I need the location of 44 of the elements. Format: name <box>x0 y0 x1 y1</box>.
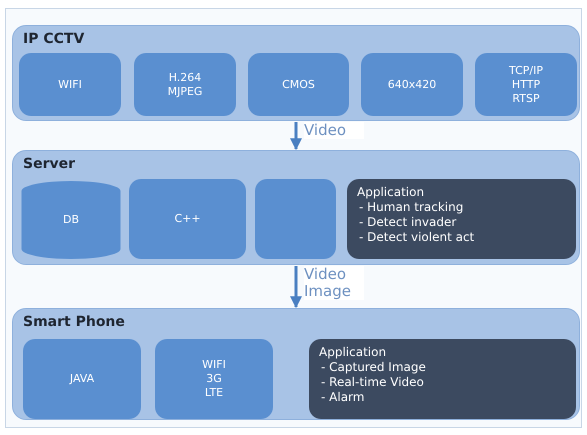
box-heading: Application <box>357 185 426 200</box>
list-item: - Real-time Video <box>320 375 425 390</box>
component-box <box>19 53 121 116</box>
box-label: DB <box>62 213 80 227</box>
arrow <box>290 122 302 150</box>
box-label: WIFI <box>202 358 226 372</box>
component-box <box>361 53 463 116</box>
component-box <box>134 53 236 116</box>
box-label: LTE <box>204 386 224 400</box>
box-label: CMOS <box>282 78 315 92</box>
component-box <box>475 53 577 116</box>
list-item: - Captured Image <box>320 360 426 375</box>
component-box <box>129 179 246 259</box>
application-box <box>347 179 576 259</box>
database-cylinder <box>21 181 121 259</box>
box-label: JAVA <box>70 372 94 386</box>
box-label: RTSP <box>512 92 540 106</box>
group-title: IP CCTV <box>23 30 84 49</box>
box-label: C++ <box>174 212 201 226</box>
box-label: TCP/IP <box>509 64 543 78</box>
group-band <box>12 150 580 265</box>
arrow <box>290 266 302 308</box>
component-box <box>248 53 349 116</box>
list-item: - Alarm <box>320 390 366 405</box>
list-item: - Detect invader <box>358 215 458 230</box>
component-box <box>23 339 141 419</box>
box-label: MJPEG <box>168 84 202 98</box>
box-label: WIFI <box>58 78 82 92</box>
box-label: HTTP <box>512 78 540 92</box>
box-label: 3G <box>206 372 222 386</box>
box-label: H.264 <box>168 70 202 84</box>
group-title: Smart Phone <box>23 313 125 332</box>
group-title: Server <box>23 155 76 174</box>
edge-label: Video <box>304 122 364 139</box>
component-box <box>255 179 336 259</box>
edge-label: Video Image <box>304 266 364 300</box>
component-box <box>155 339 273 419</box>
list-item: - Human tracking <box>358 200 464 215</box>
group-band <box>12 25 580 121</box>
box-label: 640x420 <box>388 78 436 92</box>
list-item: - Detect violent act <box>358 230 474 245</box>
application-box <box>309 339 576 419</box>
box-heading: Application <box>319 345 388 360</box>
group-band <box>12 308 580 420</box>
